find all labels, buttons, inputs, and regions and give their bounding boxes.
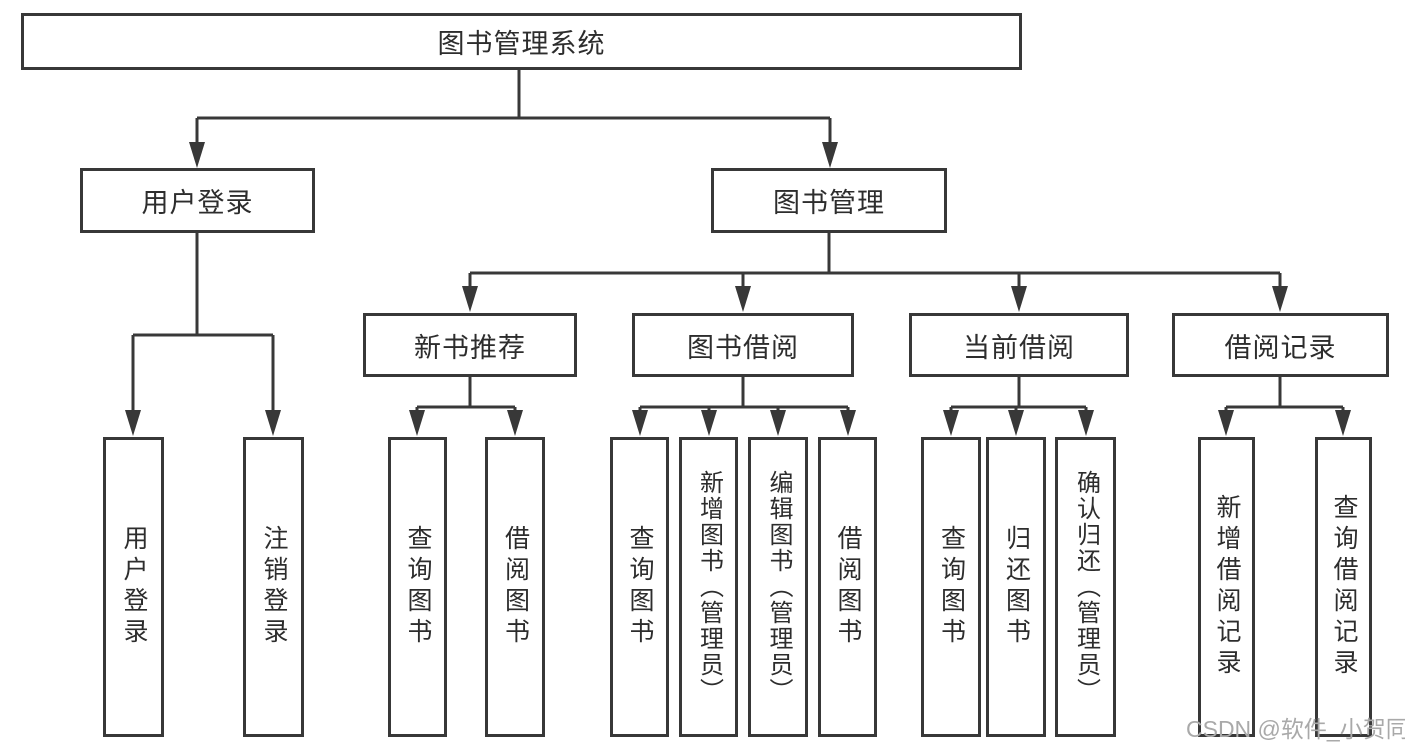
- node-root-label: 图书管理系统: [437, 29, 606, 59]
- node-user-login-label: 用户登录: [141, 188, 254, 218]
- node-leaf-logout: 注销登录: [243, 437, 304, 737]
- connector-borrow-records: [1224, 377, 1345, 416]
- node-leaf-query-borrow-record-label: 查询借阅记录: [1330, 494, 1358, 680]
- connector-book-borrow: [638, 377, 850, 416]
- node-leaf-query-books-3-label: 查询图书: [937, 525, 966, 649]
- node-leaf-edit-books-admin-label: 编辑图书（管理员）: [765, 470, 792, 704]
- node-leaf-borrow-books-2-label: 借阅图书: [834, 525, 862, 649]
- node-leaf-add-books-admin: 新增图书（管理员）: [679, 437, 738, 737]
- node-book-borrow: 图书借阅: [632, 313, 854, 377]
- node-leaf-return-books: 归还图书: [986, 437, 1046, 737]
- connector-root: [195, 70, 832, 148]
- node-leaf-query-books-2-label: 查询图书: [626, 525, 654, 649]
- node-leaf-confirm-return-admin: 确认归还（管理员）: [1055, 437, 1116, 737]
- node-leaf-user-login: 用户登录: [103, 437, 164, 737]
- node-current-borrow-label: 当前借阅: [963, 332, 1075, 363]
- node-leaf-query-borrow-record: 查询借阅记录: [1315, 437, 1372, 737]
- node-leaf-add-borrow-record: 新增借阅记录: [1198, 437, 1255, 737]
- node-borrow-records-label: 借阅记录: [1224, 332, 1337, 363]
- node-leaf-borrow-books-1-label: 借阅图书: [501, 525, 530, 649]
- node-leaf-return-books-label: 归还图书: [1002, 525, 1031, 649]
- node-leaf-query-books-2: 查询图书: [610, 437, 669, 737]
- node-borrow-records: 借阅记录: [1172, 313, 1389, 377]
- node-book-borrow-label: 图书借阅: [687, 332, 799, 363]
- connector-user-login: [131, 233, 275, 414]
- node-leaf-edit-books-admin: 编辑图书（管理员）: [748, 437, 808, 737]
- node-root: 图书管理系统: [21, 13, 1022, 70]
- node-current-borrow: 当前借阅: [909, 313, 1129, 377]
- connector-book-management: [468, 233, 1282, 292]
- node-book-management-label: 图书管理: [773, 188, 885, 218]
- node-user-login: 用户登录: [80, 168, 315, 233]
- node-leaf-query-books-1: 查询图书: [388, 437, 447, 737]
- node-leaf-user-login-label: 用户登录: [120, 525, 148, 649]
- node-leaf-add-borrow-record-label: 新增借阅记录: [1213, 494, 1241, 680]
- csdn-watermark: CSDN @软件_小贺同学: [1186, 716, 1405, 742]
- connector-new-book-recommend: [415, 377, 517, 416]
- node-leaf-confirm-return-admin-label: 确认归还（管理员）: [1072, 470, 1100, 704]
- node-leaf-logout-label: 注销登录: [260, 525, 288, 649]
- node-leaf-query-books-1-label: 查询图书: [404, 525, 432, 649]
- node-leaf-borrow-books-1: 借阅图书: [485, 437, 545, 737]
- node-leaf-query-books-3: 查询图书: [921, 437, 981, 737]
- node-book-management: 图书管理: [711, 168, 947, 233]
- arrowheads: [125, 142, 1351, 436]
- node-new-book-recommend: 新书推荐: [363, 313, 577, 377]
- node-new-book-recommend-label: 新书推荐: [414, 332, 526, 363]
- node-leaf-borrow-books-2: 借阅图书: [818, 437, 877, 737]
- node-leaf-add-books-admin-label: 新增图书（管理员）: [695, 470, 723, 704]
